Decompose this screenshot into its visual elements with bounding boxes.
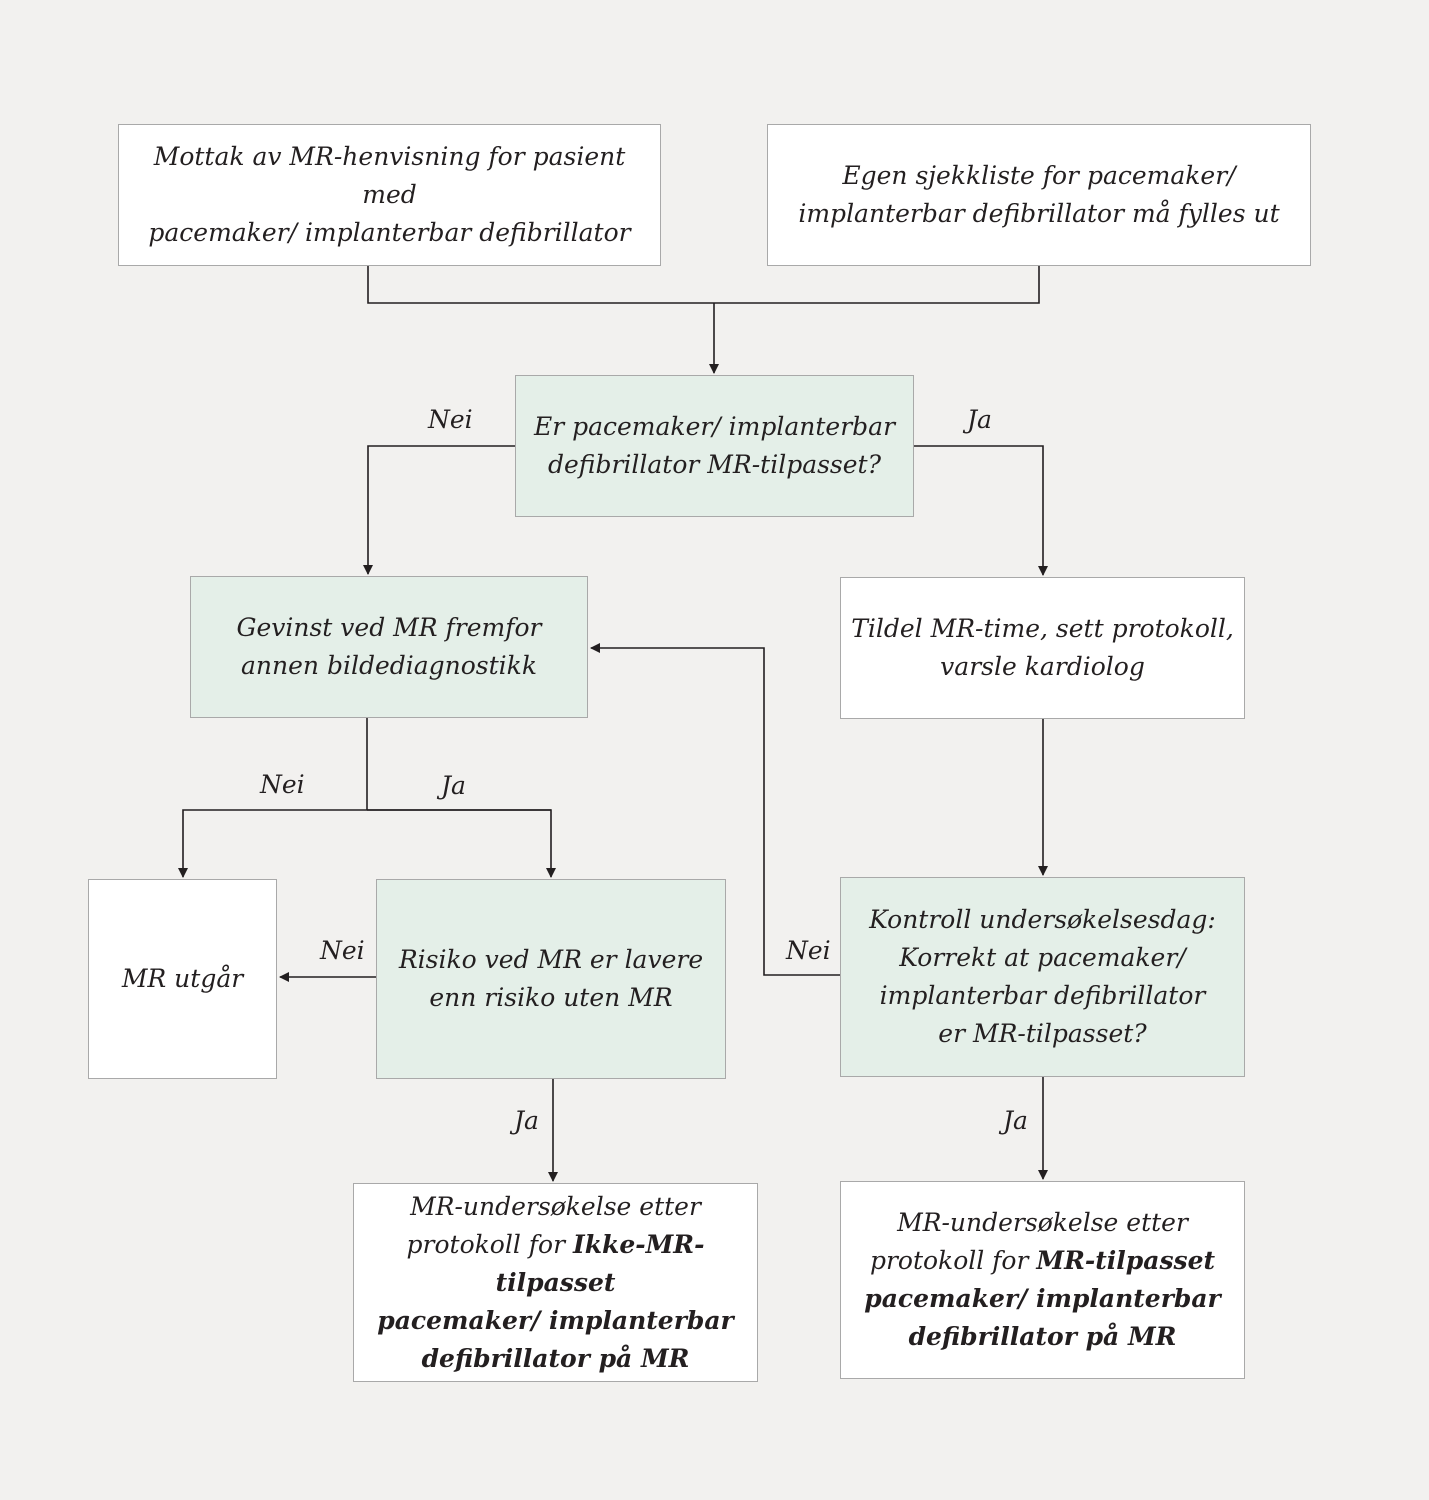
box-tilpasset-line3: pacemaker/ implanterbar xyxy=(864,1284,1221,1313)
connector-top-merge xyxy=(367,265,1040,304)
box-protokoll-mr-tilpasset: MR-undersøkelse etter protokoll for MR-t… xyxy=(840,1181,1245,1379)
decision-kontroll-line4: er MR-tilpasset? xyxy=(938,1019,1147,1048)
box-tilpasset-line2b: MR-tilpasset xyxy=(1036,1246,1216,1275)
box-ikke-tilpasset-line1: MR-undersøkelse etter xyxy=(410,1191,701,1221)
box-mr-utgar-line1: MR utgår xyxy=(121,964,244,993)
box-tildel-line1: Tildel MR-time, sett protokoll, xyxy=(851,614,1234,643)
arrow-nei-to-utgar xyxy=(178,809,551,878)
box-mottak-henvisning: Mottak av MR-henvisning for pasient med … xyxy=(118,124,661,266)
box-mottak-line2: pacemaker/ implanterbar defibrillator xyxy=(148,218,631,247)
box-tildel-line2: varsle kardiolog xyxy=(940,652,1145,681)
box-mottak-line1: Mottak av MR-henvisning for pasient med xyxy=(153,142,626,209)
box-tilpasset-line2a: protokoll for xyxy=(869,1246,1037,1275)
arrow-kontroll-nei-to-gevinst xyxy=(590,643,840,976)
box-ikke-tilpasset-line2b: Ikke-MR-tilpasset xyxy=(495,1229,705,1297)
decision-gevinst: Gevinst ved MR fremfor annen bildediagno… xyxy=(190,576,588,718)
label-ja-gevinst: Ja xyxy=(441,771,466,800)
arrow-ja-to-risiko xyxy=(367,809,556,878)
box-sjekkliste-line1: Egen sjekkliste for pacemaker/ xyxy=(842,161,1236,190)
arrow-nei-to-gevinst xyxy=(363,445,516,575)
decision-kontroll-line1: Kontroll undersøkelsesdag: xyxy=(869,905,1216,934)
label-nei-risiko: Nei xyxy=(320,936,365,965)
box-ikke-tilpasset-line2a: protokoll for xyxy=(406,1229,573,1259)
decision-risiko: Risiko ved MR er lavere enn risiko uten … xyxy=(376,879,726,1079)
label-ja-kontroll: Ja xyxy=(1003,1106,1028,1135)
label-ja-tilpasset: Ja xyxy=(967,405,992,434)
box-tildel-mr-time: Tildel MR-time, sett protokoll, varsle k… xyxy=(840,577,1245,719)
box-mr-utgar: MR utgår xyxy=(88,879,277,1079)
box-tilpasset-line4: defibrillator på MR xyxy=(908,1322,1177,1351)
decision-gevinst-line2: annen bildediagnostikk xyxy=(241,651,537,680)
decision-gevinst-line1: Gevinst ved MR fremfor xyxy=(236,613,542,642)
box-sjekkliste-line2: implanterbar defibrillator må fylles ut xyxy=(798,199,1280,228)
label-ja-risiko: Ja xyxy=(514,1106,539,1135)
arrow-ja-to-tildel xyxy=(913,445,1048,576)
decision-risiko-line2: enn risiko uten MR xyxy=(429,983,673,1012)
decision-kontroll-line3: implanterbar defibrillator xyxy=(879,981,1206,1010)
box-ikke-tilpasset-line3: pacemaker/ implanterbar xyxy=(377,1305,734,1335)
box-ikke-tilpasset-line4: defibrillator på MR xyxy=(421,1343,690,1373)
decision-kontroll: Kontroll undersøkelsesdag: Korrekt at pa… xyxy=(840,877,1245,1077)
label-nei-tilpasset: Nei xyxy=(428,405,473,434)
box-sjekkliste: Egen sjekkliste for pacemaker/ implanter… xyxy=(767,124,1311,266)
label-nei-gevinst: Nei xyxy=(260,770,305,799)
decision-mr-tilpasset-line1: Er pacemaker/ implanterbar xyxy=(533,412,896,441)
decision-mr-tilpasset: Er pacemaker/ implanterbar defibrillator… xyxy=(515,375,914,517)
box-protokoll-ikke-mr-tilpasset: MR-undersøkelse etter protokoll for Ikke… xyxy=(353,1183,758,1382)
box-tilpasset-line1: MR-undersøkelse etter xyxy=(897,1208,1188,1237)
label-nei-kontroll: Nei xyxy=(786,936,831,965)
decision-mr-tilpasset-line2: defibrillator MR-tilpasset? xyxy=(547,450,882,479)
decision-risiko-line1: Risiko ved MR er lavere xyxy=(398,945,704,974)
decision-kontroll-line2: Korrekt at pacemaker/ xyxy=(899,943,1186,972)
